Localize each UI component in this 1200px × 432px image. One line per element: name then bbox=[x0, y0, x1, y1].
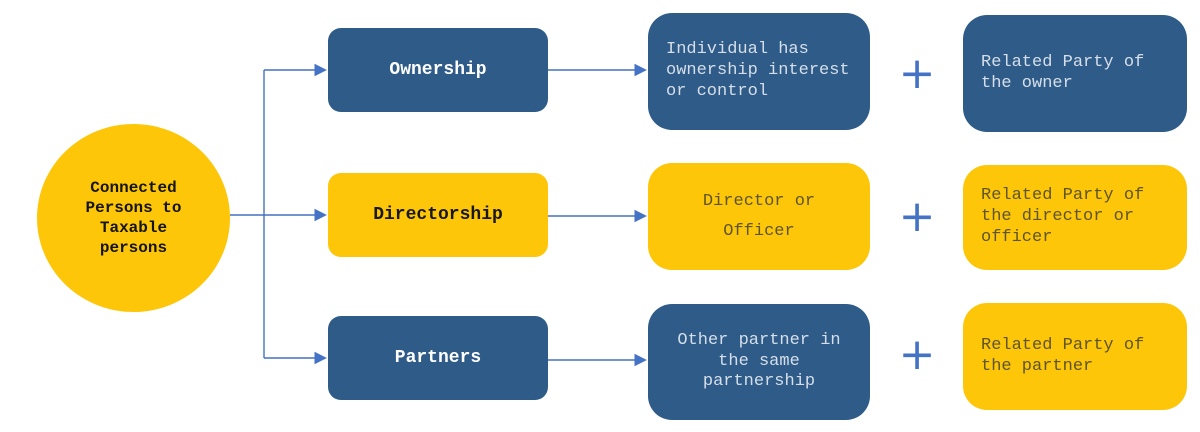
root-node: Connected Persons to Taxable persons bbox=[37, 124, 230, 312]
branch-node-ownership: Ownership bbox=[328, 28, 548, 112]
branch-node-partners: Partners bbox=[328, 316, 548, 400]
related-party-node-directorship: Related Party of the director or officer bbox=[963, 165, 1187, 270]
related-party-node-partners: Related Party of the partner bbox=[963, 303, 1187, 410]
plus-icon: + bbox=[898, 48, 936, 99]
description-node-ownership: Individual has ownership interest or con… bbox=[648, 13, 870, 130]
description-node-directorship: Director or Officer bbox=[648, 163, 870, 270]
description-node-partners: Other partner in the same partnership bbox=[648, 304, 870, 420]
plus-icon: + bbox=[898, 191, 936, 242]
related-party-node-ownership: Related Party of the owner bbox=[963, 15, 1187, 132]
plus-icon: + bbox=[898, 329, 936, 380]
branch-node-directorship: Directorship bbox=[328, 173, 548, 257]
